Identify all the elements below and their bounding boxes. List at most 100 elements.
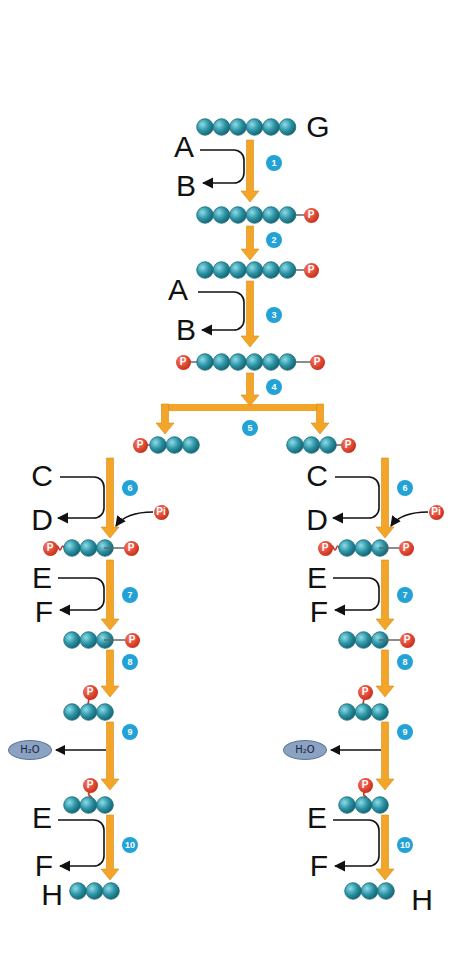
cofactor-arrow — [333, 477, 379, 518]
reaction-arrow — [101, 722, 119, 790]
letter-label: C — [31, 461, 53, 491]
node-text: H₂O — [295, 745, 314, 755]
carbon-ball — [97, 704, 114, 721]
node-text: P — [314, 357, 321, 367]
carbon-ball — [197, 207, 214, 224]
bond-line — [379, 639, 400, 641]
carbon-ball — [339, 540, 356, 557]
carbon-ball — [86, 883, 103, 900]
carbon-ball — [339, 704, 356, 721]
letter-label: B — [176, 171, 196, 201]
cofactor-arrow — [58, 578, 104, 610]
carbon-ball — [183, 437, 200, 454]
node-text: 10 — [400, 841, 410, 850]
node-text: P — [362, 780, 369, 790]
letter-label: E — [32, 563, 52, 593]
carbon-ball — [355, 704, 372, 721]
carbon-ball — [213, 119, 230, 136]
node-text: Pi — [156, 507, 165, 517]
carbon-ball — [64, 632, 81, 649]
letter-label: F — [35, 851, 53, 881]
carbon-ball — [166, 437, 183, 454]
reaction-arrow — [311, 404, 329, 434]
water-ellipse: H₂O — [283, 740, 327, 760]
carbon-ball — [80, 632, 97, 649]
carbon-ball — [64, 704, 81, 721]
step-number: 4 — [266, 379, 282, 395]
carbon-ball — [64, 540, 81, 557]
step-number: 8 — [122, 654, 138, 670]
letter-label: H — [41, 880, 63, 910]
node-text: 7 — [402, 591, 407, 600]
phosphate-circle: P — [400, 633, 415, 648]
phosphate-circle: P — [358, 685, 373, 700]
phosphate-circle: P — [358, 778, 373, 793]
phosphate-circle: P — [318, 541, 333, 556]
carbon-ball — [246, 262, 263, 279]
letter-label: F — [35, 597, 53, 627]
step-number: 6 — [122, 480, 138, 496]
water-ellipse: H₂O — [8, 740, 52, 760]
cofactor-arrow — [198, 292, 244, 330]
carbon-ball — [263, 262, 280, 279]
phosphate-circle: P — [124, 541, 139, 556]
phosphate-circle: P — [304, 208, 319, 223]
node-text: H₂O — [20, 745, 39, 755]
reaction-arrow — [156, 404, 174, 434]
carbon-ball — [197, 354, 214, 371]
carbon-ball — [279, 207, 296, 224]
node-text: 9 — [402, 728, 407, 737]
letter-label: E — [32, 803, 52, 833]
step-number: 9 — [397, 724, 413, 740]
cofactor-arrow — [333, 578, 379, 610]
node-text: 1 — [271, 159, 276, 168]
carbon-ball — [150, 437, 167, 454]
carbon-ball — [355, 797, 372, 814]
letter-label: H — [411, 885, 433, 915]
letter-label: C — [306, 461, 328, 491]
letter-label: E — [307, 803, 327, 833]
node-text: 8 — [402, 658, 407, 667]
small-arrow — [56, 749, 106, 751]
node-text: Pi — [431, 507, 440, 517]
letter-label: G — [306, 112, 329, 142]
step-number: 10 — [397, 837, 413, 853]
letter-label: F — [310, 597, 328, 627]
node-text: 6 — [127, 484, 132, 493]
carbon-ball — [213, 262, 230, 279]
node-text: P — [128, 543, 135, 553]
step-number: 9 — [122, 724, 138, 740]
phosphate-circle: P — [341, 438, 356, 453]
carbon-ball — [279, 119, 296, 136]
carbon-ball — [213, 354, 230, 371]
step-number: 8 — [397, 654, 413, 670]
phosphate-circle: P — [133, 438, 148, 453]
carbon-ball — [230, 262, 247, 279]
node-text: 4 — [271, 383, 276, 392]
carbon-ball — [246, 354, 263, 371]
node-text: P — [87, 687, 94, 697]
step-number: 7 — [122, 587, 138, 603]
carbon-ball — [103, 883, 120, 900]
cofactor-arrow — [333, 820, 379, 866]
bond-line — [88, 699, 89, 704]
node-text: 9 — [127, 728, 132, 737]
carbon-ball — [80, 540, 97, 557]
reaction-arrow — [101, 650, 119, 697]
carbon-ball — [230, 119, 247, 136]
carbon-ball — [303, 437, 320, 454]
carbon-ball — [197, 119, 214, 136]
node-text: P — [87, 780, 94, 790]
carbon-ball — [320, 437, 337, 454]
node-text: 6 — [402, 484, 407, 493]
carbon-ball — [339, 632, 356, 649]
carbon-ball — [70, 883, 87, 900]
phosphate-circle: P — [83, 778, 98, 793]
letter-label: E — [307, 563, 327, 593]
reaction-arrow — [241, 226, 259, 260]
letter-label: D — [306, 505, 328, 535]
carbon-ball — [263, 207, 280, 224]
carbon-ball — [246, 207, 263, 224]
carbon-ball — [279, 354, 296, 371]
